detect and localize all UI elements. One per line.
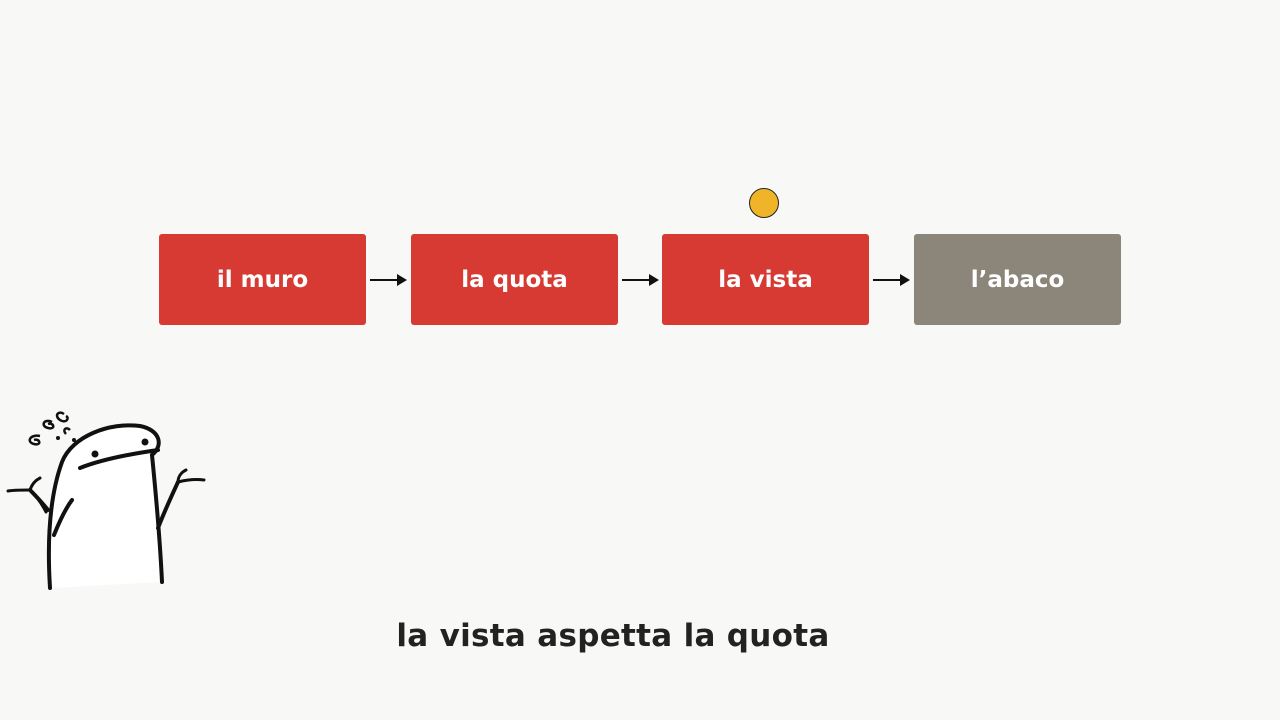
node-label: il muro xyxy=(216,266,309,293)
caption: la vista aspetta la quota xyxy=(396,618,830,654)
arrow-right-icon xyxy=(370,274,407,286)
node-labaco: l’abaco xyxy=(914,234,1121,325)
node-la-vista: la vista xyxy=(662,234,869,325)
node-label: la vista xyxy=(718,266,813,293)
node-la-quota: la quota xyxy=(411,234,618,325)
arrow-right-icon xyxy=(873,274,910,286)
confused-shrug-character-icon xyxy=(6,411,206,590)
node-label: l’abaco xyxy=(970,266,1065,293)
node-label: la quota xyxy=(461,266,568,293)
node-il-muro: il muro xyxy=(159,234,366,325)
token-marker xyxy=(749,188,779,218)
arrow-right-icon xyxy=(622,274,659,286)
